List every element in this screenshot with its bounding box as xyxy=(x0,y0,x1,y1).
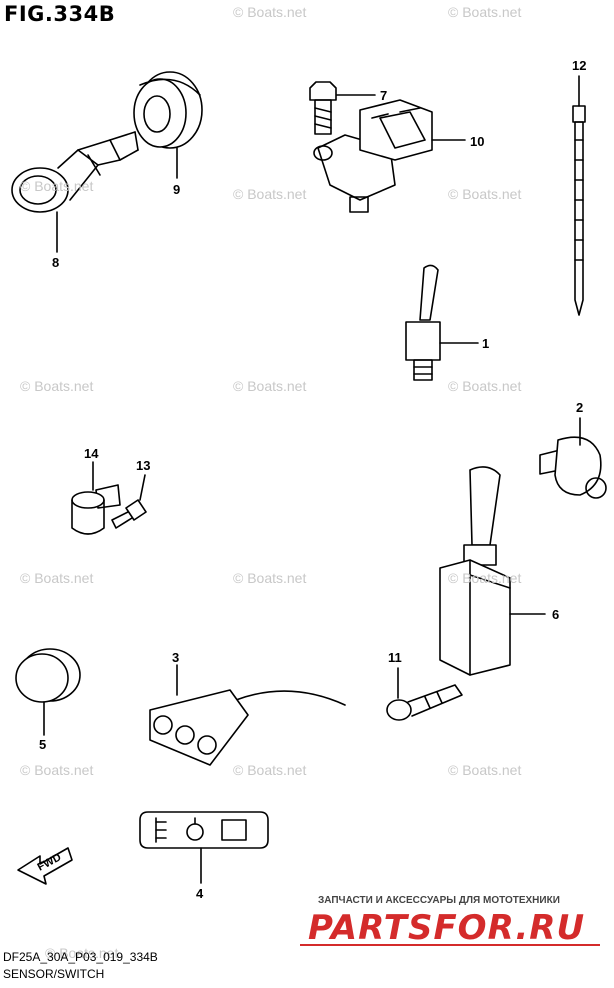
part-8-drawing xyxy=(11,131,139,213)
watermark: © Boats.net xyxy=(448,570,522,586)
callout-6: 6 xyxy=(552,607,560,622)
part-7-drawing xyxy=(309,81,337,135)
callout-2: 2 xyxy=(576,400,584,415)
watermark: © Boats.net xyxy=(448,762,522,778)
part-2-drawing xyxy=(539,436,607,499)
callout-11: 11 xyxy=(388,650,402,665)
callout-5: 5 xyxy=(39,737,47,752)
part-14-drawing xyxy=(71,484,121,535)
part-5-drawing xyxy=(15,648,81,703)
watermark: © Boats.net xyxy=(233,762,307,778)
watermark: © Boats.net xyxy=(448,378,522,394)
part-11-drawing xyxy=(386,684,463,721)
part-12-drawing xyxy=(572,105,586,316)
part-3-drawing xyxy=(149,689,346,766)
watermark: © Boats.net xyxy=(448,186,522,202)
footer-code: DF25A_30A_P03_019_334B xyxy=(3,950,158,964)
part-6-drawing xyxy=(439,466,511,676)
callout-4: 4 xyxy=(196,886,204,901)
watermark: © Boats.net xyxy=(20,570,94,586)
callout-9: 9 xyxy=(173,182,181,197)
callout-8: 8 xyxy=(52,255,60,270)
watermark: © Boats.net xyxy=(233,186,307,202)
watermark: © Boats.net xyxy=(20,378,94,394)
part-9-drawing xyxy=(133,71,203,149)
part-10-drawing xyxy=(313,99,433,213)
brand-tagline: ЗАПЧАСТИ И АКСЕССУАРЫ ДЛЯ МОТОТЕХНИКИ xyxy=(318,895,560,906)
part-4-drawing xyxy=(139,811,269,849)
callout-13: 13 xyxy=(136,458,151,473)
watermark: © Boats.net xyxy=(20,178,94,194)
leader-13 xyxy=(139,474,146,501)
watermark: © Boats.net xyxy=(20,762,94,778)
part-1-drawing xyxy=(405,264,441,381)
callout-10: 10 xyxy=(470,134,485,149)
fwd-arrow-icon xyxy=(17,847,73,885)
figure-title: FIG.334B xyxy=(4,2,116,26)
watermark: © Boats.net xyxy=(233,4,307,20)
callout-12: 12 xyxy=(572,58,587,73)
watermark: © Boats.net xyxy=(233,570,307,586)
watermark: © Boats.net xyxy=(45,945,119,961)
callout-1: 1 xyxy=(482,336,490,351)
part-13-drawing xyxy=(111,499,147,529)
watermark: © Boats.net xyxy=(233,378,307,394)
footer-caption: SENSOR/SWITCH xyxy=(3,967,105,981)
brand-logo-text: PARTSFOR.RU xyxy=(308,908,586,948)
callout-3: 3 xyxy=(172,650,180,665)
callout-7: 7 xyxy=(380,88,388,103)
watermark: © Boats.net xyxy=(448,4,522,20)
callout-14: 14 xyxy=(84,446,99,461)
